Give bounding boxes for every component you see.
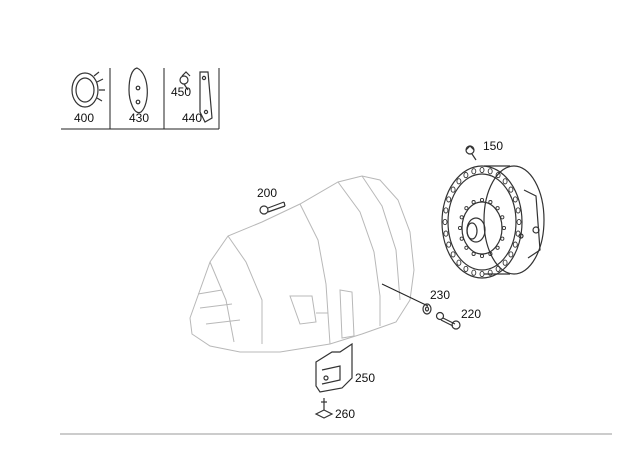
converter-hub-hole <box>495 245 500 250</box>
converter-hub-hole <box>464 245 469 250</box>
converter-tooth <box>516 218 522 226</box>
label-430: 430 <box>129 111 149 125</box>
callout-200: 200 <box>257 186 277 200</box>
converter-tooth <box>456 259 462 266</box>
converter-tooth <box>495 172 501 179</box>
bracket-250-icon <box>315 342 353 393</box>
cover-plate-part-icon <box>128 67 148 114</box>
converter-hub-hole <box>459 215 464 220</box>
converter-tooth <box>463 265 469 272</box>
converter-tooth <box>456 178 462 185</box>
converter-hub-hole <box>488 200 493 205</box>
bracket-part-icon <box>199 71 213 123</box>
converter-hub-hole <box>495 206 500 211</box>
converter-hub-hole <box>459 236 464 241</box>
converter-tooth <box>446 241 452 248</box>
converter-tooth <box>487 269 493 276</box>
leader-line-230 <box>381 283 429 307</box>
converter-tooth <box>508 186 514 193</box>
label-450: 450 <box>171 85 191 99</box>
ring-seal-part-icon <box>71 71 105 108</box>
legend-panel: 400 430 440 450 <box>61 67 220 130</box>
callout-150: 150 <box>483 139 503 153</box>
callout-260: 260 <box>335 407 355 421</box>
converter-hub-hole <box>500 215 505 220</box>
converter-tooth <box>443 230 449 237</box>
converter-tooth <box>515 207 521 214</box>
converter-hub-hole <box>471 251 476 256</box>
bolt-220-icon <box>435 311 461 330</box>
label-440: 440 <box>182 111 202 125</box>
converter-hub-hole <box>500 236 505 241</box>
converter-tooth <box>479 270 485 278</box>
converter-tooth <box>495 265 501 272</box>
converter-tooth <box>502 178 508 185</box>
converter-tooth <box>443 207 449 214</box>
converter-hub-hole <box>488 251 493 256</box>
converter-tooth <box>502 259 508 266</box>
converter-tooth <box>479 166 485 174</box>
bolt-260-icon <box>314 398 334 419</box>
converter-hub-hole <box>479 197 485 203</box>
callout-220: 220 <box>461 307 481 321</box>
converter-tooth <box>512 241 518 248</box>
label-400: 400 <box>74 111 94 125</box>
converter-hub-hole <box>479 253 485 259</box>
torque-converter <box>441 165 545 279</box>
converter-tooth <box>450 251 456 258</box>
converter-tooth <box>471 269 477 276</box>
transmission-housing <box>189 175 429 353</box>
converter-hub-hole <box>501 225 507 231</box>
converter-tooth <box>450 186 456 193</box>
bolt-150-icon <box>465 145 477 161</box>
washer-230-icon <box>422 303 432 315</box>
converter-hub-hole <box>457 225 463 231</box>
converter-tooth <box>487 168 493 175</box>
converter-tooth <box>463 172 469 179</box>
converter-tooth <box>442 218 448 226</box>
converter-tooth <box>471 168 477 175</box>
callout-250: 250 <box>355 371 375 385</box>
bolt-part-icon <box>179 71 191 91</box>
converter-hub-hole <box>471 200 476 205</box>
converter-hub-hole <box>464 206 469 211</box>
converter-tooth <box>446 196 452 203</box>
converter-tooth <box>508 251 514 258</box>
converter-tooth <box>512 196 518 203</box>
callout-230: 230 <box>430 288 450 302</box>
bolt-200-icon <box>259 201 286 215</box>
